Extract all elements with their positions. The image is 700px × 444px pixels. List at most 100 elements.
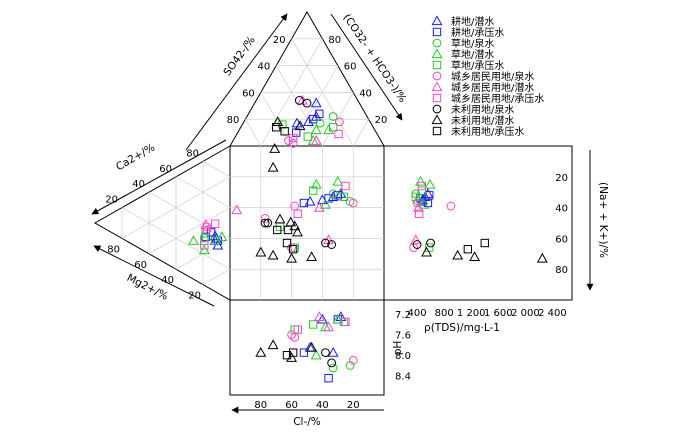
square-marker: [320, 198, 331, 209]
tds-marker: [417, 181, 426, 191]
tds-tick-label: 2 000: [511, 308, 540, 319]
tds-marker: [536, 252, 548, 263]
square-marker: [332, 175, 344, 186]
tds-panel-frame: [383, 145, 573, 301]
axis-arrows: [91, 13, 594, 414]
tds-marker: [414, 209, 424, 218]
cation-triangle-marker: [260, 218, 270, 228]
ph-tick-label: 8.4: [395, 372, 411, 383]
legend-marker-triangle: [431, 81, 443, 92]
square-marker: [339, 192, 349, 201]
anion-triangle-marker: [288, 133, 298, 143]
anion-triangle-marker: [269, 143, 281, 153]
cation-triangle-marker: [285, 216, 297, 227]
tds-marker: [446, 201, 456, 211]
legend-label: 草地/泉水: [451, 37, 494, 50]
cation-triangle-marker: [200, 241, 209, 250]
cation-triangle-marker: [273, 225, 282, 235]
square-marker: [255, 246, 267, 257]
anion-triangle-marker: [303, 132, 312, 141]
anion-triangle-marker: [310, 97, 322, 108]
anion-triangle-marker: [278, 120, 287, 129]
square-marker: [341, 181, 350, 191]
ph-marker: [323, 321, 335, 332]
ca-tick-label: 60: [159, 164, 172, 175]
so4-tick-label: 80: [227, 115, 240, 126]
tds-marker: [452, 249, 464, 260]
tds-marker: [425, 243, 434, 252]
na-tick-label: 80: [555, 265, 568, 276]
square-frame: [229, 145, 385, 301]
anion-triangle-marker: [272, 116, 284, 127]
anion-triangle-marker: [334, 129, 343, 139]
anion-triangle-marker: [315, 118, 325, 128]
legend-marker-square: [432, 93, 442, 103]
legend-marker-triangle: [431, 15, 443, 26]
hco3-tick-label: 20: [375, 115, 388, 126]
na-tick-label: 60: [555, 234, 568, 245]
cation-triangle-marker: [260, 213, 270, 223]
anion-triangle-marker: [302, 98, 312, 108]
ph-marker: [328, 363, 338, 373]
cation-triangle-marker: [210, 236, 220, 245]
cl-tick-label: 60: [285, 400, 298, 411]
tds-marker: [424, 178, 436, 189]
anion-triangle-marker: [323, 124, 335, 135]
legend-label: 耕地/承压水: [451, 26, 504, 39]
grid-line: [121, 176, 231, 239]
hco3-axis-arrow: [330, 13, 403, 121]
tds-marker: [412, 240, 422, 249]
square-marker: [327, 191, 339, 201]
mg-tick-label: 60: [134, 260, 147, 271]
tds-marker: [412, 201, 424, 212]
ph-marker: [293, 325, 302, 334]
cation-triangle-marker: [200, 236, 209, 245]
square-marker: [290, 243, 299, 252]
cation-triangle-marker: [216, 231, 228, 242]
square-marker: [282, 238, 292, 248]
hco3-tick-label: 40: [359, 88, 372, 99]
tds-marker: [415, 175, 426, 186]
anion-triangle-marker: [310, 135, 322, 145]
grid-line: [202, 161, 231, 178]
cation-triangle-marker: [200, 218, 212, 229]
ph-marker: [316, 313, 328, 324]
ph-marker: [324, 374, 333, 383]
cation-triangle-marker: [283, 225, 293, 235]
ca-tick-label: 40: [132, 179, 145, 190]
mg-axis-arrow: [93, 245, 215, 307]
square-marker: [287, 243, 297, 253]
tds-tick-label: 400: [408, 308, 427, 319]
ph-marker: [306, 341, 318, 352]
ph-tick-label: 7.6: [395, 331, 411, 342]
square-marker: [299, 198, 309, 208]
legend-marker-square: [432, 27, 442, 37]
ca-axis-label: Ca2+/%: [114, 142, 157, 174]
hco3-axis-label: (CO32- + HCO3-)/%: [340, 12, 408, 105]
square-marker: [348, 198, 358, 208]
cation-triangle-marker: [210, 219, 220, 228]
tds-marker: [412, 198, 422, 208]
grid-line: [121, 207, 231, 270]
legend-marker-square: [432, 60, 442, 70]
grid-lines: [121, 38, 384, 300]
legend-label: 未利用地/潜水: [451, 114, 514, 127]
ph-marker: [299, 348, 309, 357]
anion-triangle-marker: [303, 116, 314, 127]
tds-marker: [426, 238, 436, 248]
ph-marker: [282, 350, 292, 360]
anion-triangle-marker: [284, 136, 293, 146]
anion-triangle-marker: [329, 123, 338, 132]
grid-line: [291, 65, 339, 147]
square-marker: [308, 186, 318, 195]
anion-triangle-marker: [272, 123, 281, 132]
ph-tick-label: 7.2: [395, 310, 411, 321]
square-marker: [286, 252, 298, 263]
square-marker: [333, 191, 342, 200]
anion-triangle-frame: [229, 10, 385, 147]
cl-tick-label: 80: [254, 400, 267, 411]
ph-marker: [286, 352, 298, 362]
ph-marker: [348, 355, 358, 365]
data-markers: [188, 94, 548, 383]
